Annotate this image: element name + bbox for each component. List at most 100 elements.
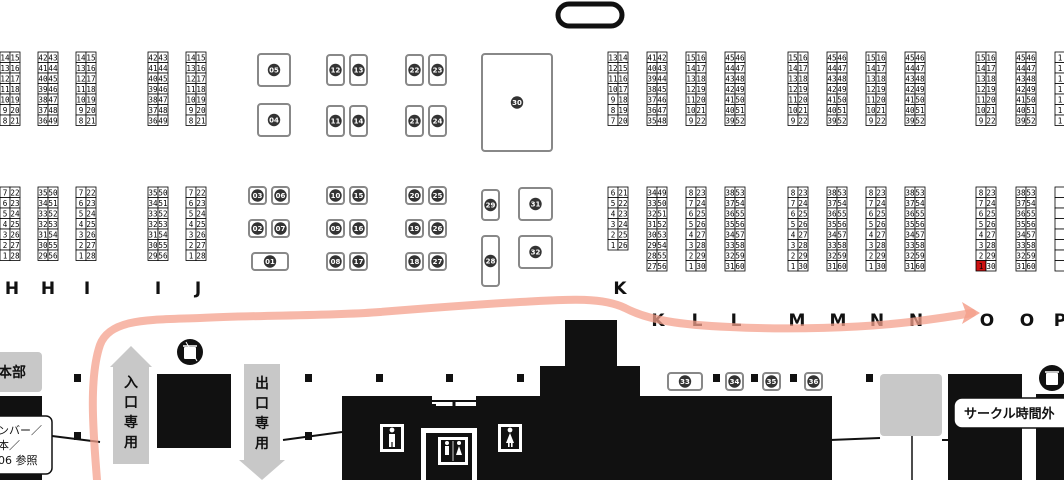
seat-cell[interactable] [985,114,997,126]
seat-cell[interactable] [9,249,21,261]
seat-cell[interactable] [1054,260,1064,272]
seat-cell[interactable] [836,260,848,272]
booth[interactable]: 32 [518,235,553,269]
booth[interactable]: 11 [326,105,345,137]
seat-cell[interactable] [195,114,207,126]
seat-cell[interactable] [914,114,926,126]
booth[interactable]: 21 [405,105,424,137]
seat-cell[interactable] [1054,249,1064,261]
booth[interactable]: 24 [428,105,447,137]
seat-cell[interactable] [157,249,169,261]
booth[interactable]: 13 [349,54,368,86]
seat-cell[interactable] [914,260,926,272]
seat-cell[interactable] [985,260,997,272]
seat-cell[interactable] [797,260,809,272]
booth[interactable]: 12 [326,54,345,86]
seat-cell[interactable] [656,114,668,126]
booth[interactable]: 25 [428,186,447,205]
seat-number: 18 [196,85,206,94]
booth[interactable]: 22 [405,54,424,86]
seat-cell[interactable] [1054,239,1064,251]
booth[interactable]: 14 [349,105,368,137]
booth[interactable]: 01 [251,252,289,271]
seat-number: 1 [1058,116,1063,125]
seat-number: 48 [915,74,925,83]
seat-cell[interactable] [157,114,169,126]
booth[interactable]: 34 [725,372,744,391]
booth-marker [431,189,444,202]
seat-number: 42 [38,53,47,62]
booth[interactable]: 08 [326,252,345,271]
seat-cell[interactable] [195,249,207,261]
seat-number: 36 [647,106,657,115]
seat-number: 55 [735,209,744,218]
booth[interactable]: 28 [481,235,500,287]
booth[interactable]: 19 [405,219,424,238]
booth[interactable]: 30 [481,53,553,152]
seat-cell[interactable] [1025,114,1037,126]
booth[interactable]: 36 [804,372,823,391]
booth[interactable]: 23 [428,54,447,86]
booth-marker [765,375,778,388]
seat-cell[interactable] [85,114,97,126]
seat-cell[interactable] [836,114,848,126]
booth[interactable]: 03 [248,186,267,205]
seat-cell[interactable] [797,114,809,126]
seat-cell[interactable] [1054,197,1064,209]
seat-number: 42 [657,53,666,62]
seat-cell[interactable] [1054,228,1064,240]
seat-number: 9 [979,116,984,125]
booth[interactable]: 05 [257,53,291,87]
booth[interactable]: 17 [349,252,368,271]
seat-cell[interactable] [734,114,746,126]
seat-cell[interactable] [1054,218,1064,230]
seat-cell[interactable] [85,249,97,261]
seat-cell[interactable] [695,114,707,126]
seat-cell[interactable] [1054,186,1064,198]
seat-cell[interactable] [1054,114,1064,126]
booth[interactable]: 18 [405,252,424,271]
seat-number: 45 [657,85,666,94]
seat-number: 6 [189,199,194,208]
seat-number: 11 [866,95,876,104]
seat-cell[interactable] [695,260,707,272]
booth[interactable]: 04 [257,103,291,137]
booth[interactable]: 33 [667,372,703,391]
walking-route [88,295,976,480]
seat-number: 18 [696,74,706,83]
booth[interactable]: 15 [349,186,368,205]
booth[interactable]: 10 [326,186,345,205]
seat-cell[interactable] [617,239,629,251]
booth[interactable]: 27 [428,252,447,271]
booth[interactable]: 29 [481,189,500,221]
seat-cell[interactable] [617,114,629,126]
seat-cell[interactable] [47,249,59,261]
booth[interactable]: 31 [518,187,553,221]
booth[interactable]: 16 [349,219,368,238]
seat-number: 36 [38,116,48,125]
seat-cell[interactable] [875,114,887,126]
storage-block [157,374,231,448]
seat-number: 43 [905,74,914,83]
seat-cell[interactable] [656,260,668,272]
booth[interactable]: 06 [271,186,290,205]
booth[interactable]: 20 [405,186,424,205]
seat-number: 6 [979,209,984,218]
seat-cell[interactable] [9,114,21,126]
booth[interactable]: 26 [428,219,447,238]
seat-cell[interactable] [734,260,746,272]
booth[interactable]: 02 [248,219,267,238]
seat-number: 8 [791,188,796,197]
booth-number: 22 [410,67,420,75]
booth-marker [329,189,342,202]
booth[interactable]: 35 [762,372,781,391]
seat-cell[interactable] [47,114,59,126]
seat-number: 7 [689,199,694,208]
booth[interactable]: 09 [326,219,345,238]
booth[interactable]: 07 [271,219,290,238]
seat-number: 20 [876,95,886,104]
seat-cell[interactable] [1025,260,1037,272]
seat-cell[interactable] [1054,207,1064,219]
seat-cell[interactable] [875,260,887,272]
